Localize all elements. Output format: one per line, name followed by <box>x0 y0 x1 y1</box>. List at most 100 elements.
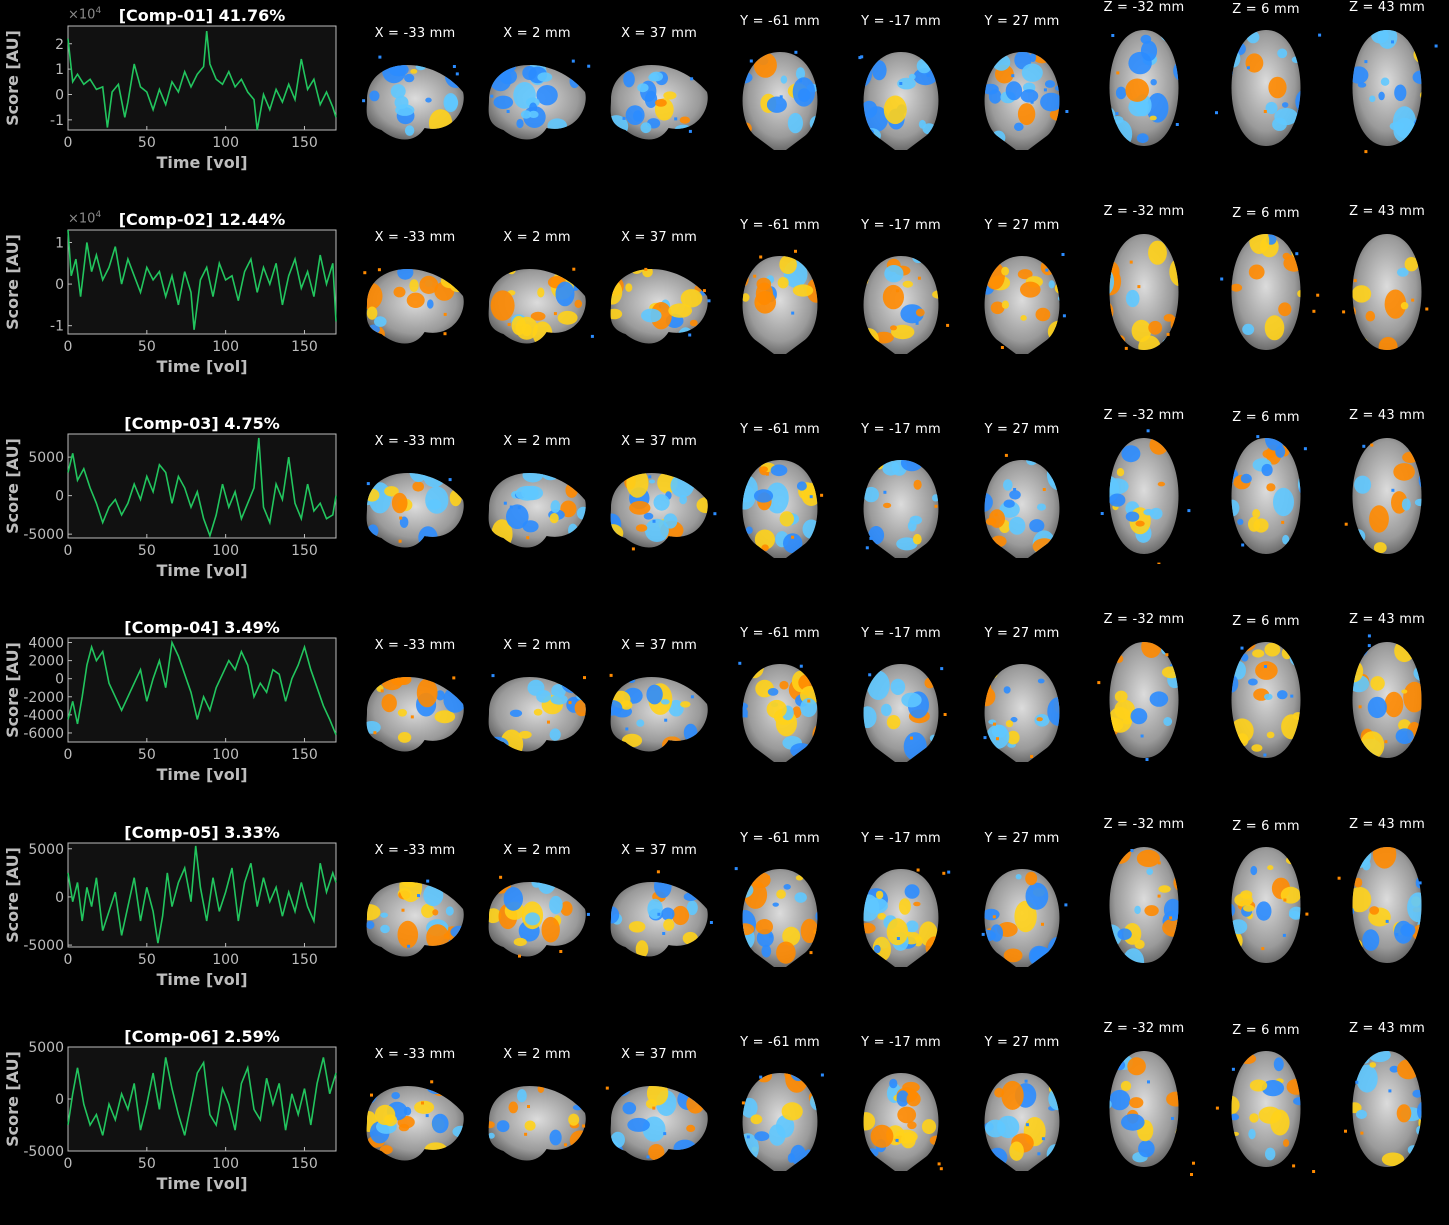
x-tick-label: 0 <box>64 339 73 355</box>
x-tick-label: 0 <box>64 1156 73 1172</box>
y-tick-label: -1 <box>50 319 64 335</box>
brain-slice-image <box>983 664 1060 762</box>
x-tick-label: 100 <box>212 339 239 355</box>
slice-label: Y = -61 mm <box>740 422 820 437</box>
slice-label: X = 2 mm <box>503 230 571 245</box>
x-tick-label: 100 <box>212 543 239 559</box>
brain-slice-image <box>1231 847 1309 963</box>
x-tick-label: 150 <box>291 952 318 968</box>
slice-label: X = -33 mm <box>374 843 456 858</box>
slice-label: Y = -61 mm <box>740 218 820 233</box>
brain-slice-image <box>1100 429 1191 564</box>
brain-slice-image <box>1109 847 1179 963</box>
slice-label: X = 37 mm <box>621 843 697 858</box>
series-line <box>67 845 337 944</box>
brain-slice-image <box>605 1086 708 1161</box>
y-tick-label: -5000 <box>23 938 64 954</box>
brain-slice-image <box>1342 234 1429 350</box>
series-line <box>67 31 337 131</box>
slice-label: Y = -17 mm <box>861 626 941 641</box>
brain-slice-image <box>742 50 818 150</box>
y-tick-label: 1 <box>55 62 64 78</box>
brain-slice-image <box>742 249 818 354</box>
brain-slice-image <box>858 52 939 150</box>
y-tick-label: -6000 <box>23 726 64 742</box>
y-tick-label: -5000 <box>23 527 64 543</box>
component-title: [Comp-05] 3.33% <box>124 823 280 842</box>
slice-label: X = 37 mm <box>621 26 697 41</box>
brain-slice-image <box>863 460 939 558</box>
slice-label: X = 2 mm <box>503 26 571 41</box>
axis-exponent-label: ×104 <box>68 6 102 23</box>
brain-slice-image <box>488 1086 586 1161</box>
slice-label: X = 2 mm <box>503 638 571 653</box>
brain-slice-image <box>1109 234 1179 350</box>
y-axis-label: Score [AU] <box>3 847 22 943</box>
slice-label: Z = -32 mm <box>1103 612 1185 627</box>
y-axis-label: Score [AU] <box>3 234 22 330</box>
component-title: [Comp-03] 4.75% <box>124 414 280 433</box>
slice-label: X = 2 mm <box>503 1047 571 1062</box>
brain-slice-image <box>742 460 824 558</box>
brain-slice-image <box>984 453 1060 558</box>
brain-slice-image <box>1215 1051 1316 1173</box>
brain-slice-image <box>488 674 586 752</box>
brain-slice-image <box>984 253 1066 354</box>
brain-slice-image <box>863 664 947 762</box>
slice-label: Z = 6 mm <box>1232 410 1300 425</box>
slice-label: X = -33 mm <box>374 434 456 449</box>
x-tick-label: 50 <box>138 952 156 968</box>
slice-label: Y = -61 mm <box>740 831 820 846</box>
brain-slice-image <box>366 676 464 752</box>
y-tick-label: 0 <box>55 1092 64 1108</box>
brain-slice-image <box>1352 30 1438 154</box>
component-title: [Comp-02] 12.44% <box>118 210 286 229</box>
y-tick-label: 0 <box>55 489 64 505</box>
plot-area <box>67 637 337 743</box>
slice-label: Y = 27 mm <box>984 14 1060 29</box>
slice-label: Y = -61 mm <box>740 1035 820 1050</box>
series-line <box>67 1057 337 1136</box>
y-tick-label: 0 <box>55 87 64 103</box>
x-tick-label: 50 <box>138 543 156 559</box>
slice-label: Y = -17 mm <box>861 831 941 846</box>
slice-label: Y = 27 mm <box>984 1035 1060 1050</box>
brain-slice-image <box>610 473 717 551</box>
brain-slice-image <box>984 52 1069 150</box>
slice-label: Y = 27 mm <box>984 422 1060 437</box>
slice-label: Z = 6 mm <box>1232 206 1300 221</box>
brain-slice-image <box>863 1073 943 1171</box>
slice-label: X = -33 mm <box>374 26 456 41</box>
brain-slice-image <box>1231 642 1301 758</box>
x-tick-label: 50 <box>138 1156 156 1172</box>
brain-slice-image <box>1352 634 1422 758</box>
brain-slice-image <box>488 875 590 958</box>
series-line <box>67 437 337 539</box>
brain-slice-image <box>738 661 818 762</box>
y-tick-label: -1 <box>50 113 64 129</box>
brain-slice-image <box>981 869 1068 967</box>
x-tick-label: 0 <box>64 952 73 968</box>
slice-label: X = 37 mm <box>621 230 697 245</box>
x-tick-label: 150 <box>291 135 318 151</box>
plot-area <box>67 1046 337 1152</box>
x-tick-label: 50 <box>138 747 156 763</box>
brain-slice-image <box>366 879 464 957</box>
brain-slice-image <box>734 867 818 967</box>
slice-label: Y = -61 mm <box>740 626 820 641</box>
x-tick-label: 0 <box>64 543 73 559</box>
slice-label: Y = 27 mm <box>984 626 1060 641</box>
component-title: [Comp-06] 2.59% <box>124 1027 280 1046</box>
component-title: [Comp-04] 3.49% <box>124 618 280 637</box>
slice-label: Z = 43 mm <box>1349 817 1425 832</box>
brain-slice-image <box>363 268 464 344</box>
brain-slice-image <box>1097 642 1179 761</box>
slice-label: X = 37 mm <box>621 434 697 449</box>
brain-slice-image <box>1337 847 1422 963</box>
